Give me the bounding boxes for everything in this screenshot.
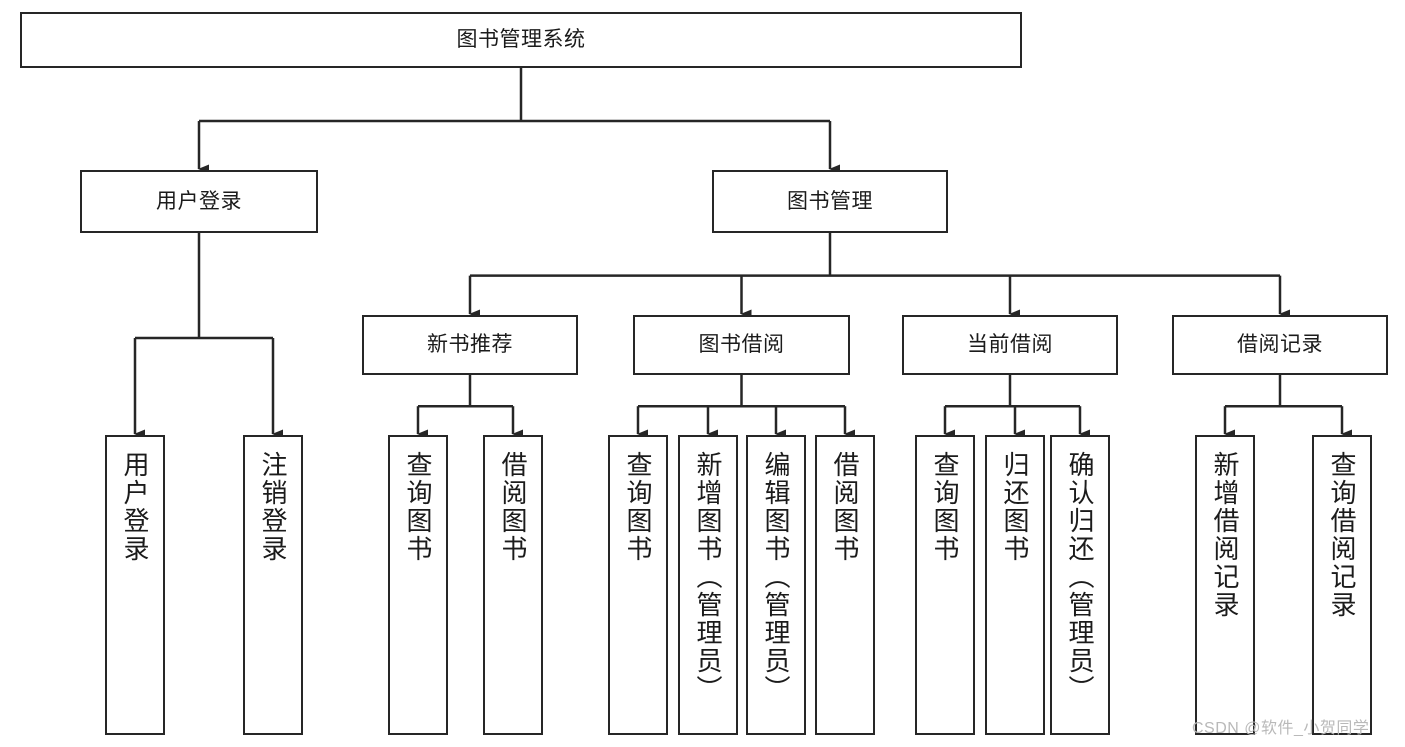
node-leaf-logout[interactable]: 注销登录 <box>243 435 303 735</box>
node-label: 图书借阅 <box>698 333 785 357</box>
node-leaf-bk-query[interactable]: 查询图书 <box>608 435 668 735</box>
node-label: 查询图书 <box>403 451 433 563</box>
node-label: 查询图书 <box>623 451 653 563</box>
node-label: 新增图书（管理员） <box>693 451 723 703</box>
node-label: 确认归还（管理员） <box>1065 451 1095 703</box>
node-leaf-rec-query[interactable]: 查询借阅记录 <box>1312 435 1372 735</box>
node-leaf-nb-query[interactable]: 查询图书 <box>388 435 448 735</box>
node-label: 借阅记录 <box>1237 333 1323 357</box>
node-root[interactable]: 图书管理系统 <box>20 12 1022 68</box>
node-label: 查询借阅记录 <box>1327 451 1357 619</box>
node-newbook[interactable]: 新书推荐 <box>362 315 578 375</box>
node-current[interactable]: 当前借阅 <box>902 315 1118 375</box>
node-login[interactable]: 用户登录 <box>80 170 318 233</box>
node-leaf-user-login[interactable]: 用户登录 <box>105 435 165 735</box>
node-leaf-bk-borrow[interactable]: 借阅图书 <box>815 435 875 735</box>
node-label: 借阅图书 <box>498 451 528 563</box>
node-leaf-rec-add[interactable]: 新增借阅记录 <box>1195 435 1255 735</box>
node-label: 用户登录 <box>156 189 242 213</box>
node-label: 借阅图书 <box>830 451 860 563</box>
node-records[interactable]: 借阅记录 <box>1172 315 1388 375</box>
node-label: 归还图书 <box>1000 451 1030 563</box>
node-leaf-cur-query[interactable]: 查询图书 <box>915 435 975 735</box>
node-leaf-nb-borrow[interactable]: 借阅图书 <box>483 435 543 735</box>
node-label: 新书推荐 <box>427 333 513 357</box>
node-bookmgmt[interactable]: 图书管理 <box>712 170 948 233</box>
csdn-watermark: CSDN @软件_小贺同学 <box>1192 720 1370 737</box>
node-leaf-cur-return[interactable]: 归还图书 <box>985 435 1045 735</box>
node-label: 查询图书 <box>930 451 960 563</box>
node-label: 注销登录 <box>258 451 288 563</box>
node-label: 图书管理 <box>787 189 873 213</box>
edge-group <box>133 68 1352 439</box>
node-label: 编辑图书（管理员） <box>761 451 791 703</box>
node-leaf-bk-edit[interactable]: 编辑图书（管理员） <box>746 435 806 735</box>
node-leaf-bk-add[interactable]: 新增图书（管理员） <box>678 435 738 735</box>
node-label: 当前借阅 <box>967 333 1053 357</box>
node-label: 新增借阅记录 <box>1210 451 1240 619</box>
node-label: 图书管理系统 <box>456 28 586 52</box>
node-leaf-cur-confirm[interactable]: 确认归还（管理员） <box>1050 435 1110 735</box>
node-label: 用户登录 <box>120 451 150 563</box>
node-borrow[interactable]: 图书借阅 <box>633 315 850 375</box>
